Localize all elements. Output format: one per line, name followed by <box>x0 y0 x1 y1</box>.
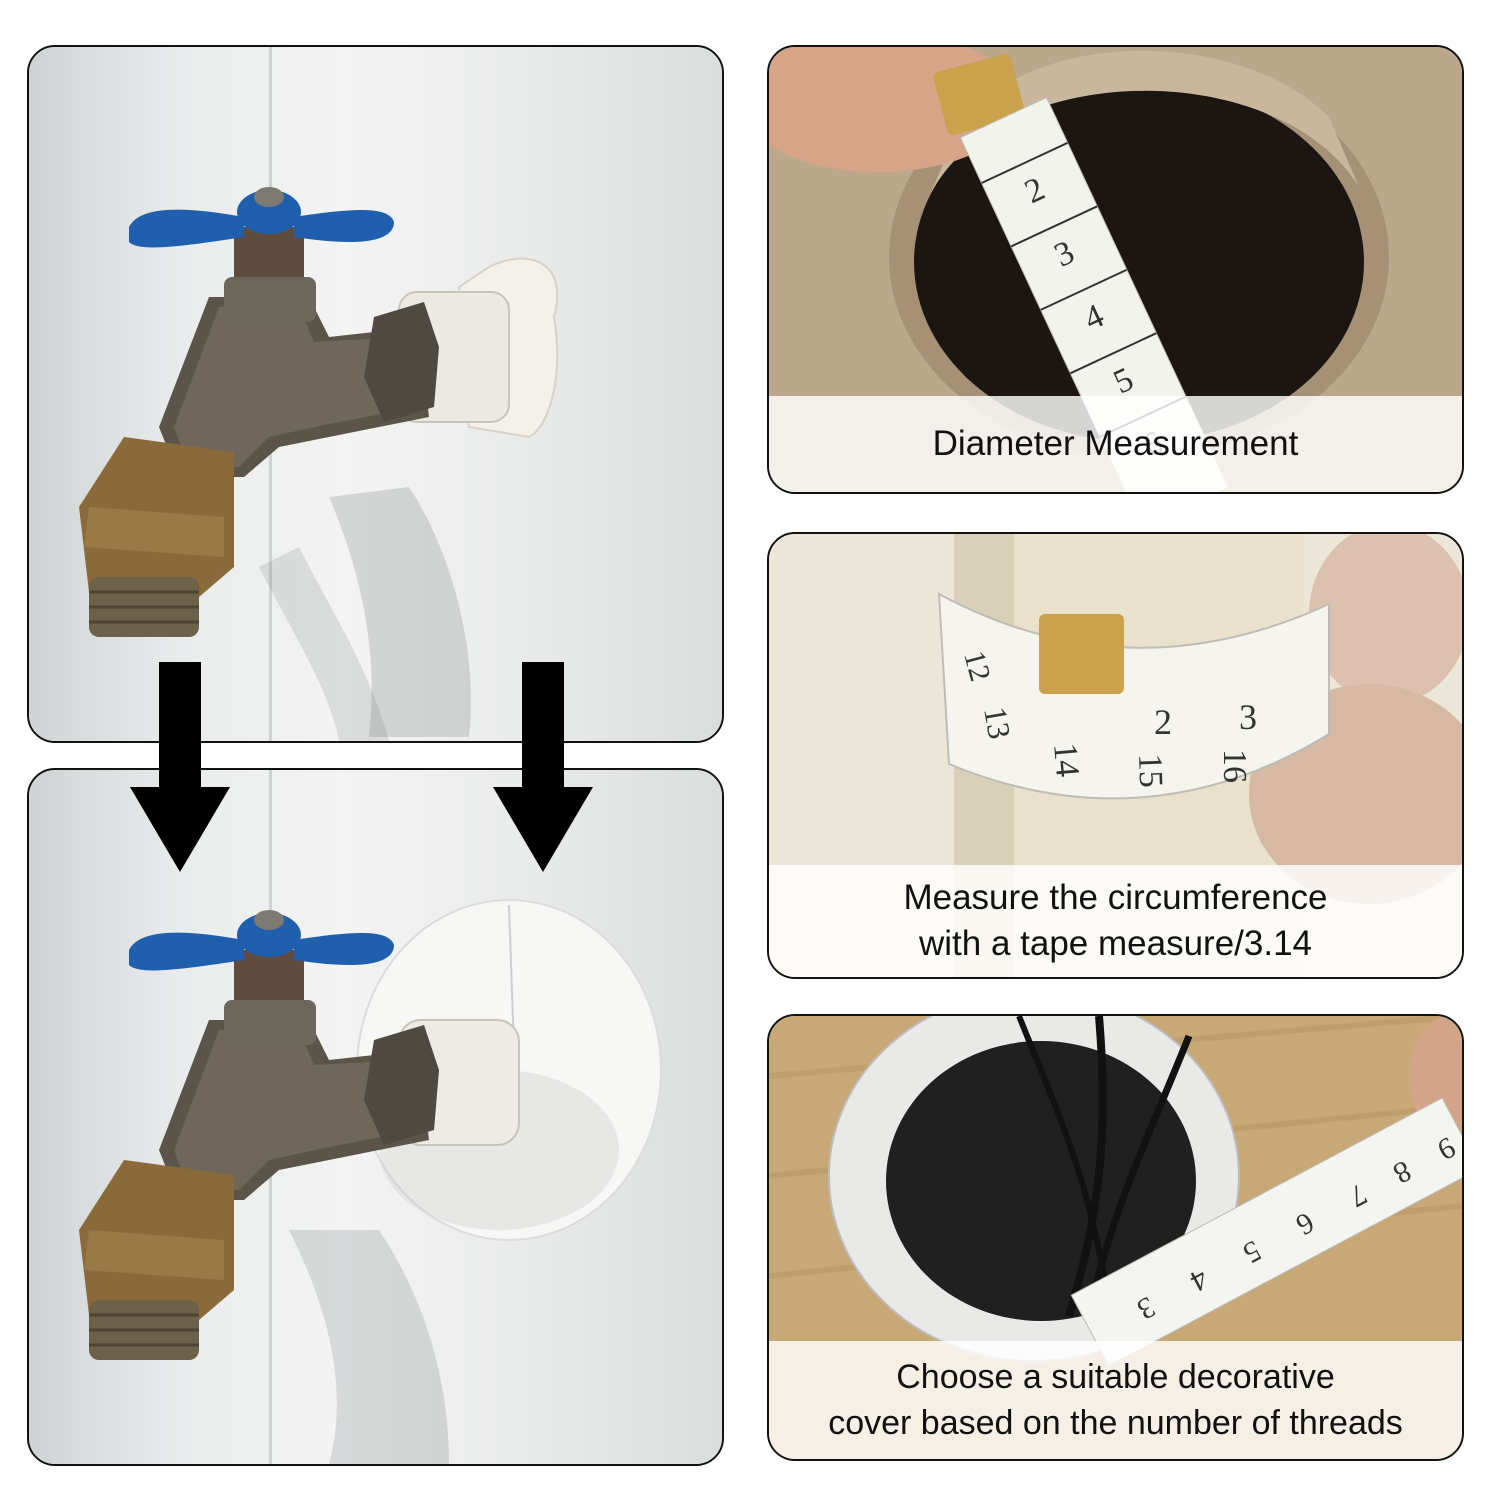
tape-number: 14 <box>1046 741 1086 778</box>
faucet-icon <box>79 187 559 741</box>
circumference-measurement-panel: 12 13 14 15 16 2 3 Measure the circumfer… <box>767 532 1464 979</box>
tape-number: 3 <box>1239 697 1257 737</box>
circumference-caption-line1: Measure the circumference <box>903 878 1328 917</box>
circumference-caption-band: Measure the circumference with a tape me… <box>769 865 1462 977</box>
choose-caption-band: Choose a suitable decorative cover based… <box>769 1341 1462 1459</box>
choose-caption-line1: Choose a suitable decorative <box>896 1358 1335 1396</box>
diameter-caption: Diameter Measurement <box>932 424 1299 463</box>
diameter-caption-band: Diameter Measurement <box>769 396 1462 492</box>
faucet-with-cover-icon <box>79 899 662 1464</box>
down-arrow-icon <box>493 662 593 872</box>
tape-number: 16 <box>1216 749 1253 783</box>
choose-cover-panel: 3 4 5 6 7 8 9 Choose a suitable decorati… <box>767 1014 1464 1461</box>
tape-number: 13 <box>977 704 1018 742</box>
choose-caption-line2: cover based on the number of threads <box>828 1404 1403 1442</box>
down-arrow-icon <box>130 662 230 872</box>
tape-number: 2 <box>1154 702 1172 742</box>
faucet-before-panel <box>27 45 724 743</box>
diameter-measurement-panel: 2 3 4 5 6 Diameter Measurement <box>767 45 1464 494</box>
faucet-after-panel <box>27 768 724 1466</box>
circumference-caption-line2: with a tape measure/3.14 <box>918 924 1312 963</box>
tape-number: 15 <box>1131 753 1169 788</box>
